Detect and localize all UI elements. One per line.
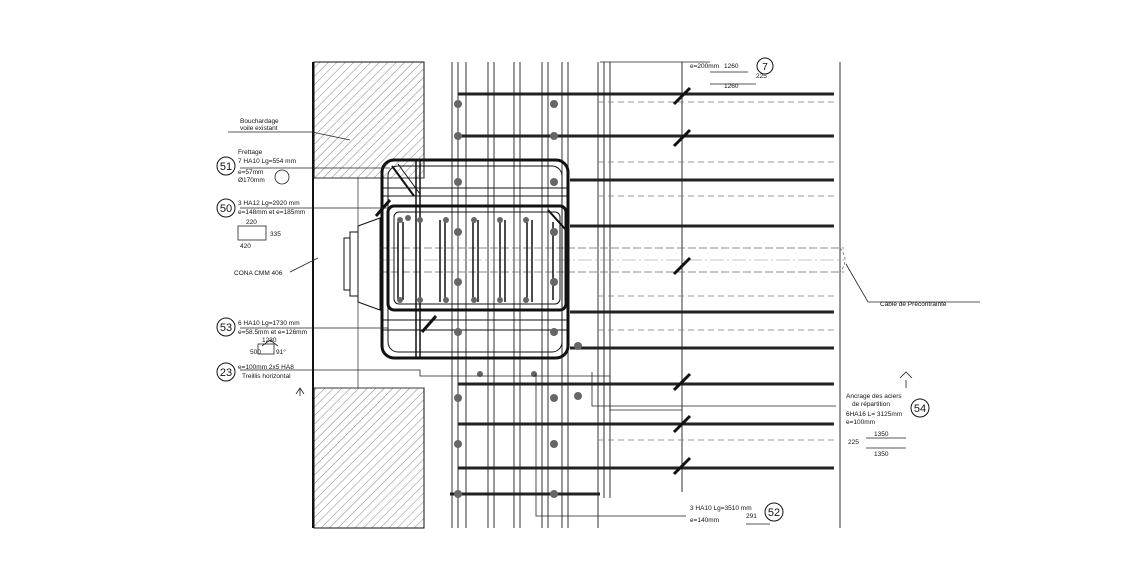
- m54-line-4: e=100mm: [846, 419, 875, 426]
- cona-anchor: [343, 217, 381, 311]
- mark-53-number: 53: [220, 322, 232, 334]
- mark-7: 7: [756, 57, 774, 75]
- m52-spec: 3 HA10 Lg=3510 mm: [690, 505, 752, 512]
- mark-51-number: 51: [220, 161, 232, 173]
- bar-sections: [397, 100, 582, 498]
- mark-54-number: 54: [914, 403, 926, 415]
- mark-51: 51: [216, 156, 236, 176]
- m54-dim-c: 1350: [874, 451, 889, 458]
- m52-spacing: e=140mm: [690, 517, 719, 524]
- mark-7-number: 7: [762, 62, 768, 73]
- vertical-bars: [451, 62, 841, 528]
- m7-dim-a: 1260: [724, 63, 739, 70]
- detail-sketches: [237, 71, 913, 525]
- mark-53: 53: [216, 317, 236, 337]
- m50-dim-b: 420: [240, 243, 251, 250]
- m23-name: Treillis horizontal: [242, 373, 291, 380]
- m7-dim-c: 1260: [724, 83, 739, 90]
- m7-spec: e=200mm: [690, 63, 719, 70]
- mark-52: 52: [764, 502, 784, 522]
- mark-54: 54: [910, 398, 930, 418]
- frettage-stirrups: [397, 220, 554, 302]
- m51-spec: 7 HA10 Lg=554 mm: [238, 158, 296, 165]
- m54-line-2: de répartition: [852, 401, 890, 408]
- cut-ticks: [374, 86, 692, 476]
- leader-lines: [228, 61, 980, 517]
- m53-dim-b: 500: [250, 349, 261, 356]
- m50-dim-a: 220: [246, 219, 257, 226]
- cable-label: Câble de Précontrainte: [880, 301, 947, 308]
- m54-line-1: Ancrage des aciers: [846, 393, 902, 400]
- mark-50: 50: [216, 198, 236, 218]
- mark-23-number: 23: [220, 367, 232, 379]
- existing-wall: [312, 61, 425, 529]
- mark-52-number: 52: [768, 507, 780, 519]
- m54-dim-b: 225: [848, 439, 859, 446]
- m50-spec: 3 HA12 Lg=2920 mm: [238, 200, 300, 207]
- m53-dim-c: 91°: [276, 348, 286, 356]
- mark-50-number: 50: [220, 203, 232, 215]
- m52-dim: 291: [746, 513, 757, 520]
- horizontal-bars: [450, 92, 834, 496]
- m23-spec: e=100mm 2x5 HA8: [238, 364, 294, 371]
- m53-spacing: e=58.5mm et e=126mm: [238, 329, 307, 336]
- bouchardage-label: Bouchardage: [240, 118, 279, 125]
- bouchardage-sublabel: voile existant: [240, 125, 278, 132]
- cona-label: CONA CMM 406: [234, 270, 283, 277]
- m50-dim-c: 335: [270, 231, 281, 238]
- m54-line-3: 6HA16 L= 3125mm: [846, 411, 902, 418]
- frettage-label: Frettage: [238, 149, 263, 156]
- m54-dim-a: 1350: [874, 431, 889, 438]
- m50-spacing: e=148mm et e=185mm: [238, 209, 305, 216]
- prestress-cable: [380, 247, 846, 273]
- m51-spacing: e=57mm: [238, 169, 263, 176]
- m51-diameter: Ø170mm: [238, 177, 265, 184]
- mark-23: 23: [216, 362, 236, 382]
- m53-spec: 6 HA10 Lg=1730 mm: [238, 320, 300, 327]
- m7-dim-b: 225: [756, 73, 767, 80]
- m53-dim-a: 1230: [262, 337, 277, 344]
- confinement-cage: [380, 158, 570, 360]
